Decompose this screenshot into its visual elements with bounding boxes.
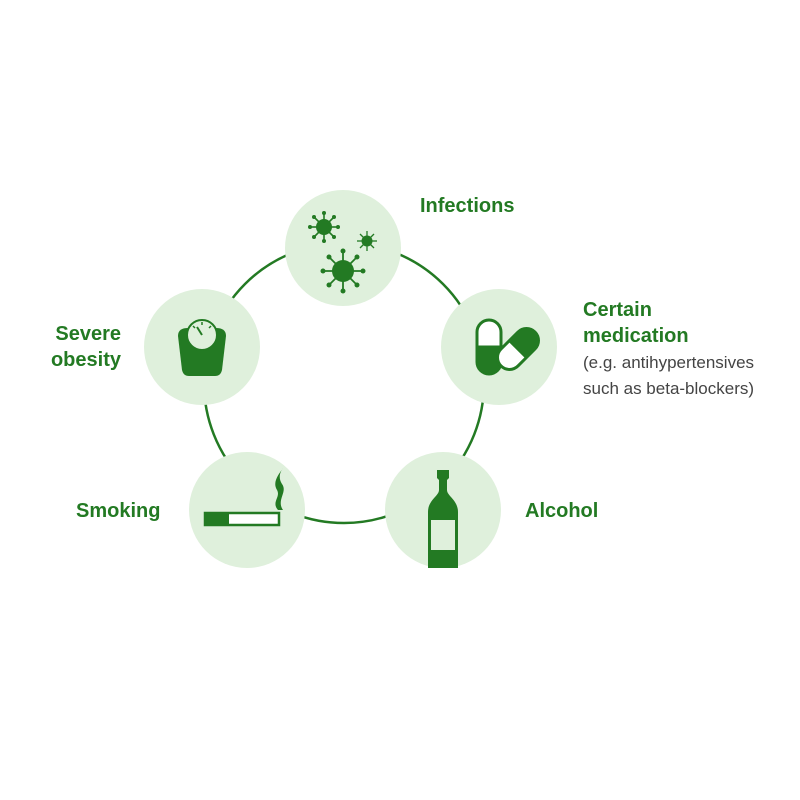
smoking-label-text: Smoking: [76, 500, 161, 522]
virus-icon: [308, 211, 377, 294]
infections-label-text: Infections: [420, 195, 515, 217]
medication-note-line1: (e.g. antihypertensives: [583, 353, 755, 372]
medication-label-line1: Certain: [583, 299, 652, 321]
alcohol-label-text: Alcohol: [525, 500, 599, 522]
capsule-pill-icon: [475, 318, 540, 376]
infections-label: Infections: [420, 193, 514, 219]
obesity-label-line1: Severe: [55, 323, 121, 345]
obesity-label-line2: obesity: [50, 349, 121, 371]
smoking-circle: [189, 452, 305, 568]
medication-label: Certain medication: [583, 297, 689, 349]
medication-label-line2: medication: [583, 325, 689, 347]
obesity-node: [144, 289, 260, 405]
medication-node: [441, 289, 557, 405]
smoking-label: Smoking: [76, 498, 160, 524]
obesity-label: Severe obesity: [45, 321, 121, 373]
medication-note-line2: such as beta-blockers): [583, 379, 755, 398]
smoking-node: [189, 452, 305, 568]
alcohol-node: [385, 452, 501, 568]
infections-node: [285, 190, 401, 306]
medication-note: (e.g. antihypertensives such as beta-blo…: [583, 350, 754, 402]
weighing-scale-icon: [178, 319, 226, 376]
bottle-icon: [428, 470, 458, 568]
alcohol-label: Alcohol: [525, 498, 598, 524]
cigarette-icon: [203, 468, 284, 527]
